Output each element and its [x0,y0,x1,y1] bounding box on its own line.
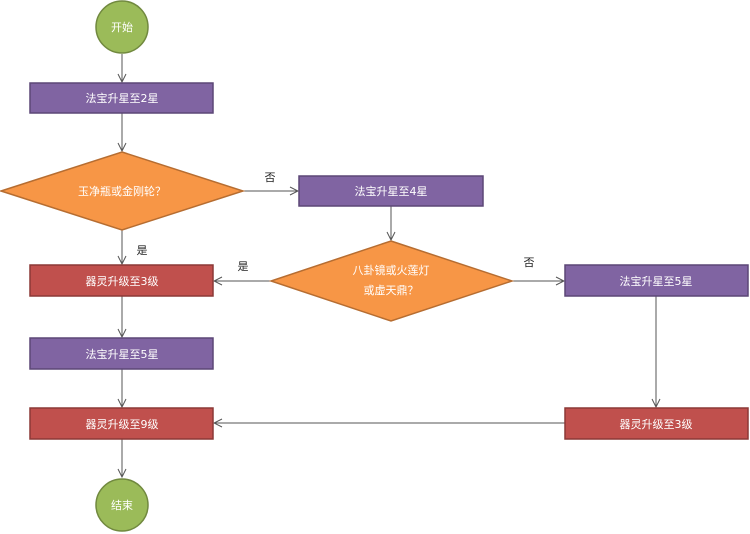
connectors [122,54,656,477]
process-step-final: 器灵升级至9级 [29,407,214,440]
no-step2b-label: 器灵升级至3级 [620,418,693,431]
process-step-no1: 法宝升星至4星 [298,175,484,207]
process-step-mid: 法宝升星至5星 [29,337,214,370]
step1-label: 法宝升星至2星 [86,91,159,105]
edge-label-yes: 是 [137,244,148,257]
end-label: 结束 [111,499,133,512]
process-yes-step1: 器灵升级至3级 [29,264,214,297]
decision2: 八卦镜或火莲灯 或虚天鼎？ [268,240,515,322]
yes-step1-label: 器灵升级至3级 [86,275,159,288]
edge-label-no: 否 [265,171,276,184]
start-node: 开始 [95,0,149,54]
process-step1: 法宝升星至2星 [29,82,214,114]
no-step2-label: 法宝升星至5星 [620,274,693,288]
end-node: 结束 [95,478,149,532]
step-mid-label: 法宝升星至5星 [86,347,159,361]
step-final-label: 器灵升级至9级 [86,418,159,431]
process-no-step2: 法宝升星至5星 [564,264,749,297]
decision2-label-line1: 八卦镜或火莲灯 [353,263,430,277]
step-no1-label: 法宝升星至4星 [355,184,428,198]
edge-label-no: 否 [524,256,535,269]
decision1-label: 玉净瓶或金刚轮？ [78,184,166,198]
decision1: 玉净瓶或金刚轮？ [0,151,246,231]
process-no-step2b: 器灵升级至3级 [564,407,749,440]
decision2-label-line2: 或虚天鼎？ [364,284,419,297]
edge-label-yes: 是 [238,260,249,273]
start-label: 开始 [111,20,133,34]
